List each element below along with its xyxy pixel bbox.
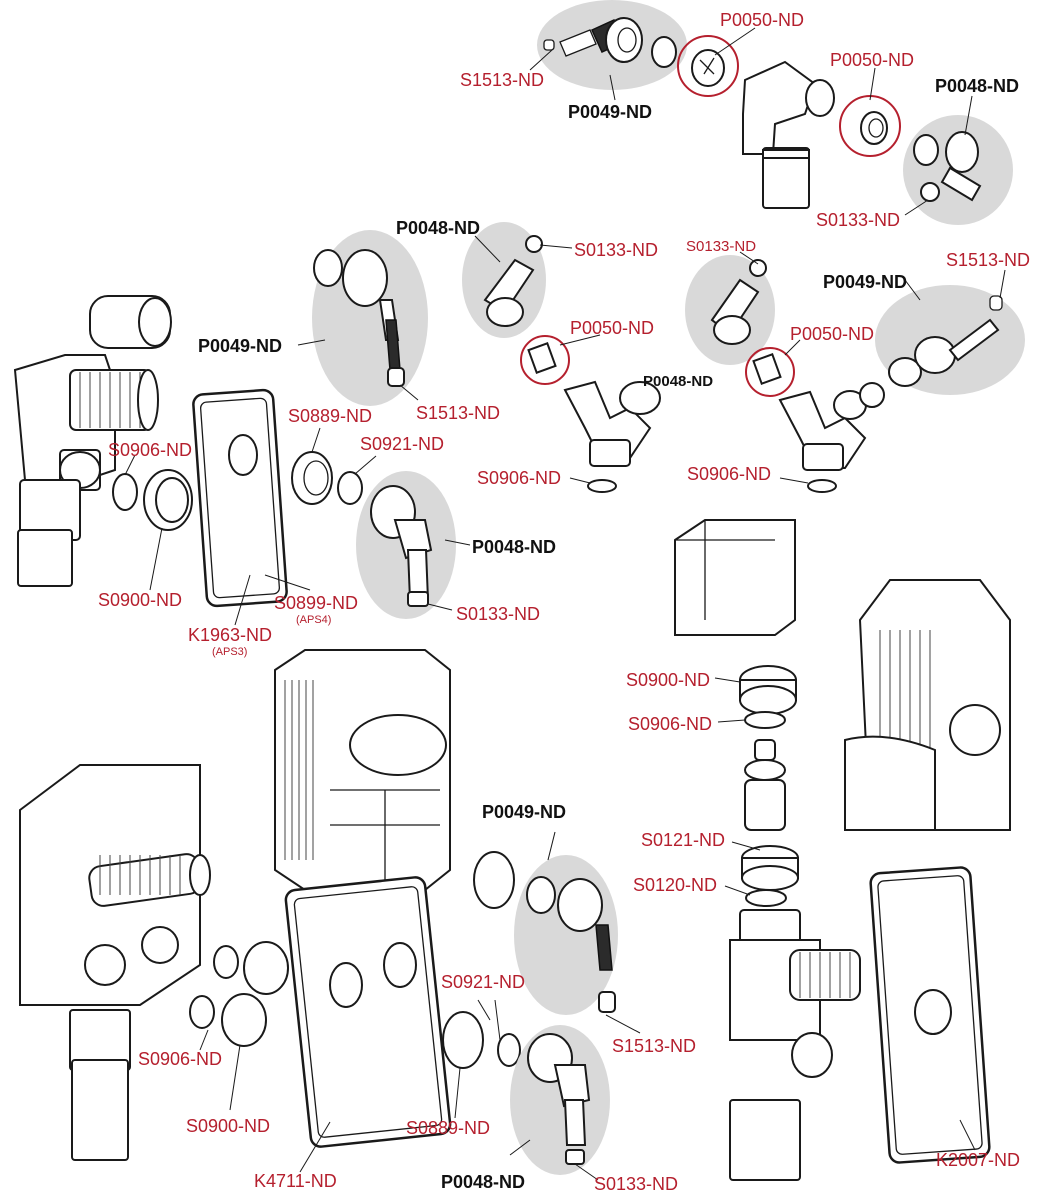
elbow-part [370,485,433,607]
part-label-s0900: S0900-ND [626,670,710,690]
part-label-s0900: S0900-ND [98,590,182,610]
hose-connector-part [543,17,677,68]
part-label-note: (APS3) [212,646,247,658]
siphon-box-part [729,909,861,1181]
siphon-box-part [13,354,159,587]
seal-ring-part [744,711,786,729]
elbow-part [913,131,982,202]
part-label-p0049: P0049-ND [568,102,652,122]
part-label-s0906: S0906-ND [687,464,771,484]
part-label-k4711: K4711-ND [254,1171,337,1191]
part-label-s0900: S0900-ND [186,1116,270,1136]
part-label-p0050: P0050-ND [830,50,914,70]
part-label-p0048: P0048-ND [472,537,556,557]
part-label-s0906: S0906-ND [138,1049,222,1069]
part-label-p0049: P0049-ND [198,336,282,356]
cover-plate-part [192,388,288,608]
part-label-s0921: S0921-ND [360,434,444,454]
hose-connector-part [859,295,1003,408]
cover-plate-part [869,866,991,1164]
part-label-p0049: P0049-ND [482,802,566,822]
cap-part [89,295,172,349]
elbow-part [527,1033,591,1165]
part-label-s1513: S1513-ND [946,250,1030,270]
valve-cap-part [677,35,739,97]
part-label-s0133: S0133-ND [816,210,900,230]
part-label-p0050: P0050-ND [790,324,874,344]
ring-part [839,95,901,157]
part-label-s0906: S0906-ND [628,714,712,734]
part-label-s0889: S0889-ND [288,406,372,426]
cap-part [674,519,796,636]
seal-ring-part [189,945,239,1029]
part-label-s0906: S0906-ND [477,468,561,488]
part-label-s0133: S0133-ND [456,604,540,624]
seal-ring-part [587,479,837,493]
part-label-p0050: P0050-ND [720,10,804,30]
part-label-s0889: S0889-ND [406,1118,490,1138]
part-label-s0133: S0133-ND [686,238,756,255]
part-label-s0921: S0921-ND [441,972,525,992]
seal-ring-part [337,471,363,505]
siphon-box-part [274,649,451,891]
part-label-p0048: P0048-ND [935,76,1019,96]
part-label-note: (APS4) [296,614,331,626]
hose-connector-part [313,249,405,387]
part-label-k1963: K1963-ND [188,625,272,645]
part-label-s1513: S1513-ND [416,403,500,423]
cap-part [143,469,193,531]
part-label-p0048: P0048-ND [643,373,713,390]
bracket-part [520,335,795,397]
elbow-part [483,235,543,327]
nut-part [442,851,515,1069]
seal-ring-part [497,1033,521,1067]
part-label-p0048: P0048-ND [441,1172,525,1192]
nut-part [291,451,333,505]
siphon-box-part [844,579,1011,831]
nut-part [739,665,797,715]
hose-connector-part [526,876,616,1013]
cover-plate-part [284,876,452,1148]
valve-insert-part [744,739,786,831]
part-label-s0121: S0121-ND [641,830,725,850]
nut-part [741,845,799,891]
seal-ring-part [112,473,138,511]
elbow-part [710,259,767,345]
seal-ring-part [745,889,787,907]
part-label-s1513: S1513-ND [460,70,544,90]
part-label-k2007: K2007-ND [936,1150,1020,1170]
part-label-s0906: S0906-ND [108,440,192,460]
part-label-s0133: S0133-ND [574,240,658,260]
part-label-s0120: S0120-ND [633,875,717,895]
part-label-s1513: S1513-ND [612,1036,696,1056]
part-label-p0048: P0048-ND [396,218,480,238]
siphon-box-part [19,764,211,1161]
part-label-s0133: S0133-ND [594,1174,678,1192]
part-label-p0049: P0049-ND [823,272,907,292]
tee-fitting-part [742,60,835,209]
y-fitting-part [563,380,867,471]
part-label-s0899: S0899-ND [274,593,358,613]
cap-part [221,941,289,1047]
part-label-p0050: P0050-ND [570,318,654,338]
